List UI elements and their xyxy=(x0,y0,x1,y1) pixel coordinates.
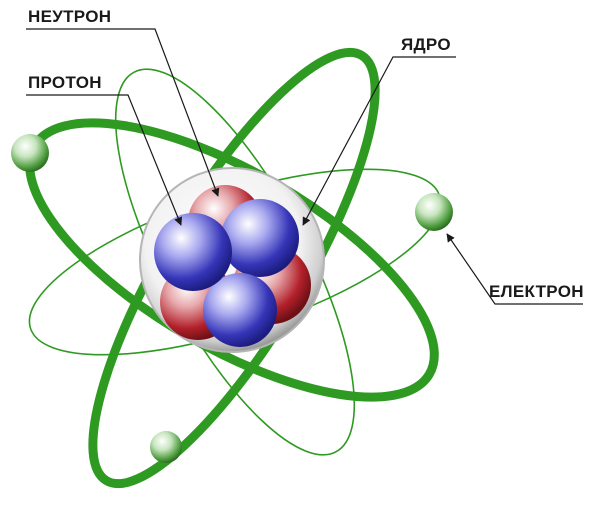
electron-sphere-bottom xyxy=(150,431,182,463)
electron-label: ЕЛЕКТРОН xyxy=(489,282,584,301)
proton-particle xyxy=(154,213,232,291)
proton-particle xyxy=(221,199,299,277)
nucleus-label: ЯДРО xyxy=(401,35,451,54)
neutron-label: НЕУТРОН xyxy=(28,7,111,26)
nucleus xyxy=(140,168,324,352)
electron-sphere-right xyxy=(415,193,453,231)
proton-label: ПРОТОН xyxy=(28,73,102,92)
electron-sphere-left xyxy=(11,134,49,172)
